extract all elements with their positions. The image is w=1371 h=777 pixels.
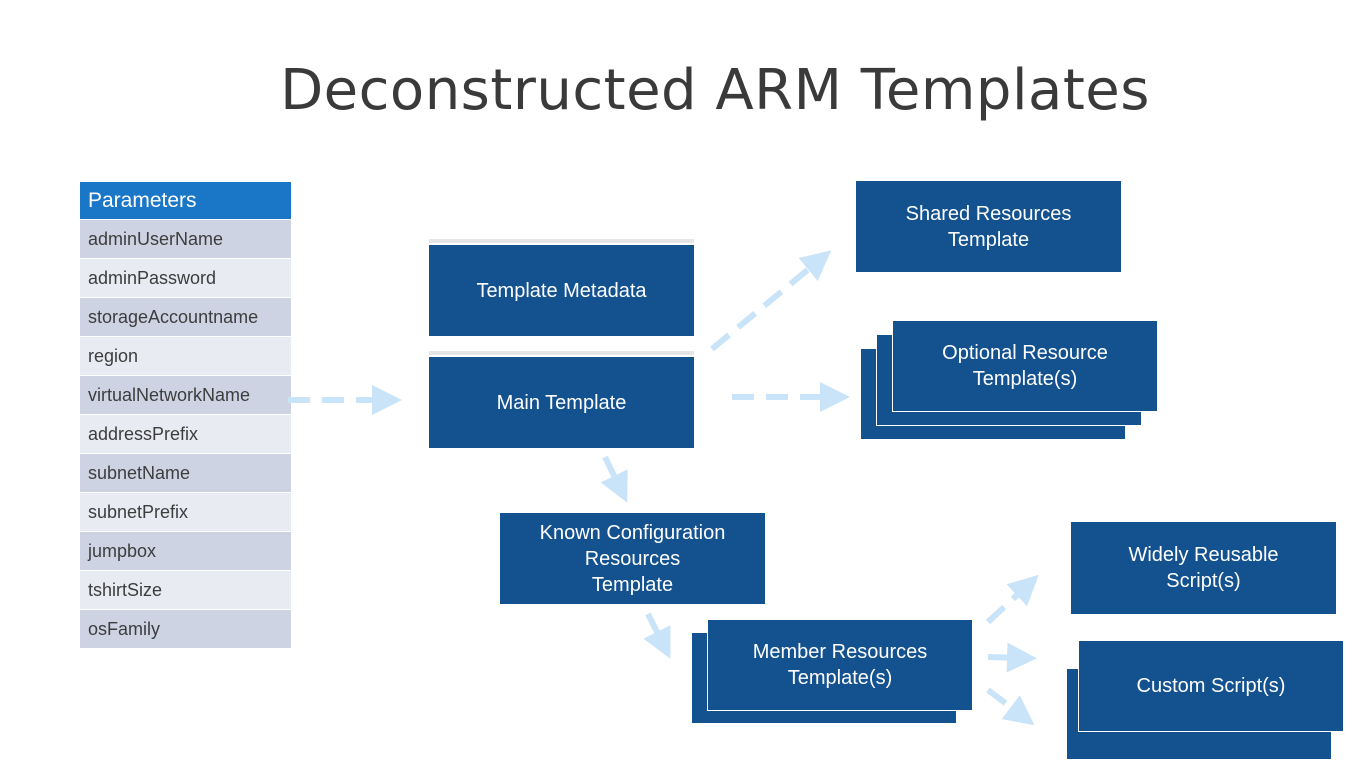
template-metadata-box: Template Metadata xyxy=(429,245,694,336)
shared-resources-label: Shared Resources Template xyxy=(905,202,1072,251)
main-template-box: Main Template xyxy=(429,357,694,448)
parameters-header: Parameters xyxy=(80,182,291,219)
page-title: Deconstructed ARM Templates xyxy=(280,58,1150,123)
parameter-item-virtual-network-name: virtualNetworkName xyxy=(80,376,291,414)
main-template-label: Main Template xyxy=(496,391,627,414)
optional-resource-label: Optional Resource Template(s) xyxy=(942,342,1108,390)
known-configuration-box: Known Configuration Resources Template xyxy=(500,513,765,604)
parameter-item-admin-user-name: adminUserName xyxy=(80,220,291,258)
shared-resources-box: Shared Resources Template xyxy=(856,181,1121,272)
parameter-item-subnet-name: subnetName xyxy=(80,454,291,492)
parameter-item-region: region xyxy=(80,337,291,375)
parameter-item-address-prefix: addressPrefix xyxy=(80,415,291,453)
parameters-table: Parameters adminUserName adminPassword s… xyxy=(80,182,291,648)
widely-reusable-box: Widely Reusable Script(s) xyxy=(1071,522,1336,614)
member-resources-box: Member Resources Template(s) xyxy=(707,619,973,711)
parameter-item-admin-password: adminPassword xyxy=(80,259,291,297)
custom-script-box: Custom Script(s) xyxy=(1078,640,1344,732)
arrow-member-to-widely xyxy=(985,574,1039,625)
widely-reusable-label: Widely Reusable Script(s) xyxy=(1128,544,1279,592)
optional-resource-box: Optional Resource Template(s) xyxy=(892,320,1158,412)
arrow-main-to-known xyxy=(600,455,628,503)
parameter-item-tshirt-size: tshirtSize xyxy=(80,571,291,609)
main-template-top-rule xyxy=(429,351,694,355)
member-resources-label: Member Resources Template(s) xyxy=(752,641,928,689)
arrow-member-to-custom-lower xyxy=(986,687,1035,726)
arrow-main-to-shared xyxy=(710,250,832,352)
known-configuration-label: Known Configuration Resources Template xyxy=(539,521,726,596)
arrow-member-to-custom xyxy=(987,642,1037,673)
parameter-item-storage-account-name: storageAccountname xyxy=(80,298,291,336)
parameter-item-jumpbox: jumpbox xyxy=(80,532,291,570)
template-metadata-top-rule xyxy=(429,239,694,243)
custom-script-label: Custom Script(s) xyxy=(1136,675,1286,697)
parameter-item-subnet-prefix: subnetPrefix xyxy=(80,493,291,531)
arrow-known-to-member xyxy=(643,612,671,659)
parameter-item-os-family: osFamily xyxy=(80,610,291,648)
template-metadata-label: Template Metadata xyxy=(476,279,647,302)
